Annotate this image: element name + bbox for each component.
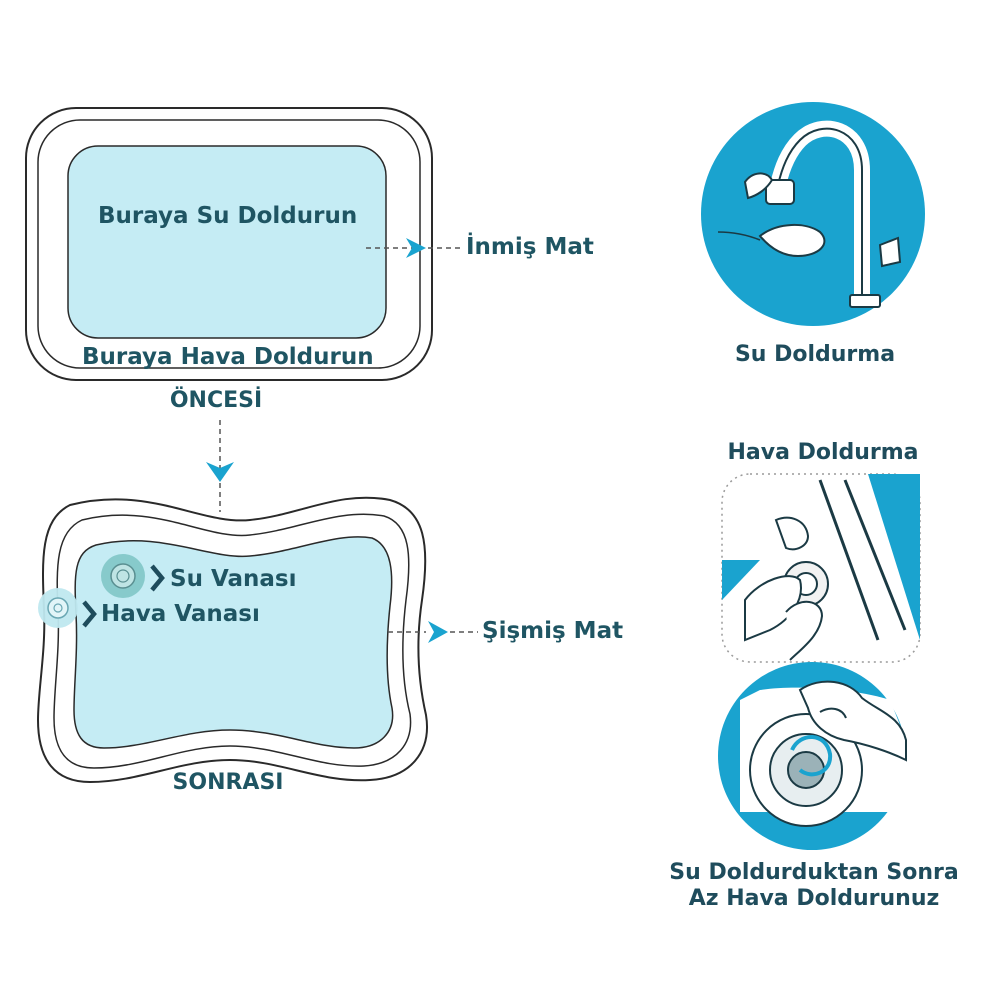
final-step-line-2: Az Hava Doldurunuz	[688, 886, 940, 911]
down-arrow-icon	[206, 420, 234, 512]
air-fill-step-label: Hava Doldurma	[727, 440, 919, 465]
before-caption: ÖNCESİ	[169, 388, 263, 413]
air-valve-hand-illustration	[721, 473, 921, 663]
air-fill-area-label: Buraya Hava Doldurun	[82, 344, 374, 370]
water-fill-area-label: Buraya Su Doldurun	[98, 203, 358, 229]
air-valve-label: Hava Vanası	[101, 601, 260, 627]
after-caption: SONRASI	[172, 770, 284, 795]
inflated-mat-pointer	[388, 621, 478, 643]
deflated-mat-illustration	[25, 107, 433, 381]
water-valve-chevron-icon	[150, 564, 165, 592]
deflated-mat-pointer	[366, 238, 462, 258]
final-step-line-1: Su Doldurduktan Sonra	[669, 860, 959, 885]
deflated-mat-label: İnmiş Mat	[466, 234, 594, 260]
water-fill-step-label: Su Doldurma	[734, 342, 896, 367]
inflated-mat-label: Şişmiş Mat	[482, 618, 624, 644]
mouth-inflating-illustration	[718, 662, 907, 850]
water-valve-icon	[101, 554, 145, 598]
water-valve-label: Su Vanası	[170, 566, 297, 592]
air-valve-icon	[38, 588, 78, 628]
faucet-illustration	[701, 102, 925, 326]
inflated-mat-illustration	[36, 496, 428, 784]
air-valve-chevron-icon	[82, 600, 97, 628]
